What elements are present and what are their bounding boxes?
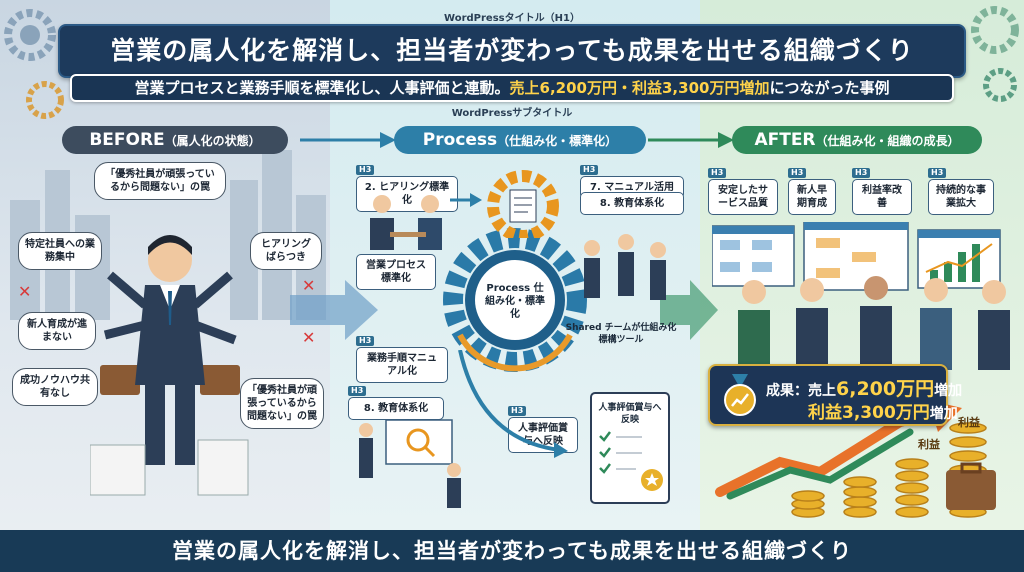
subtitle-banner: 営業プロセスと業務手順を標準化し、人事評価と連動。売上6,200万円・利益3,3… xyxy=(70,74,954,102)
h3-tag: H3 xyxy=(356,336,375,346)
result-line-2: 利益3,300万円増加 xyxy=(808,398,958,423)
process-heading-main: Process xyxy=(422,130,498,150)
team-people-icon xyxy=(584,234,666,300)
gear-icon xyxy=(971,6,1019,102)
result-line1-post: 増加 xyxy=(934,383,963,399)
process-heading-sub: （仕組み化・標準化） xyxy=(497,134,618,148)
arrow-right-icon xyxy=(648,132,734,148)
result-line2-value: 利益3,300万円 xyxy=(808,403,930,423)
before-bubble: 成功ノウハウ共有なし xyxy=(12,368,98,406)
arrow-right-icon xyxy=(300,132,396,148)
after-item-label: 利益率改善 xyxy=(852,179,912,215)
before-bubble: 特定社員への業務集中 xyxy=(18,232,102,270)
process-item: 8. 教育体系化 xyxy=(580,192,684,215)
result-line1-value: 6,200万円 xyxy=(836,378,935,400)
process-heading: Process（仕組み化・標準化） xyxy=(394,126,646,154)
process-item-label: 8. 教育体系化 xyxy=(580,192,684,215)
h3-tag: H3 xyxy=(356,165,375,175)
arrow-right-icon xyxy=(450,193,482,207)
before-bubble: 「優秀社員が頑張っているから問題ない」の罠 xyxy=(240,378,324,429)
wp-title-label: WordPressタイトル（H1） xyxy=(444,13,580,24)
before-heading-main: BEFORE xyxy=(89,130,165,150)
h3-tag: H3 xyxy=(580,165,599,175)
checklist-gear-icon xyxy=(487,170,559,238)
subtitle-pre: 営業プロセスと業務手順を標準化し、人事評価と連動。 xyxy=(134,79,510,97)
hr-evaluation-card: 人事評価賞与へ反映 xyxy=(590,392,670,504)
success-team-icon xyxy=(738,276,1010,370)
coin-label: 利益 xyxy=(918,438,940,451)
x-mark-icon: ✕ xyxy=(18,282,32,301)
x-mark-icon: ✕ xyxy=(302,276,316,295)
process-item-label: 2. ヒアリング標準化 xyxy=(356,176,458,212)
after-heading: AFTER（仕組み化・組織の成長） xyxy=(732,126,982,154)
result-line-1: 成果：売上6,200万円増加 xyxy=(766,374,962,401)
x-mark-icon: ✕ xyxy=(302,328,316,347)
subtitle-post: につながった事例 xyxy=(769,79,890,97)
process-item-label: 業務手順マニュアル化 xyxy=(356,347,448,383)
big-arrow-icon xyxy=(660,280,718,340)
meeting-people-icon xyxy=(370,195,442,250)
after-item-label: 安定したサービス品質 xyxy=(708,179,778,215)
subtitle-highlight: 売上6,200万円・利益3,300万円増加 xyxy=(509,79,770,97)
before-heading: BEFORE（属人化の状態） xyxy=(62,126,288,154)
h3-tag: H3 xyxy=(708,168,727,178)
after-item-label: 持続的な事業拡大 xyxy=(928,179,994,215)
after-heading-sub: （仕組み化・組織の成長） xyxy=(815,134,960,148)
h3-tag: H3 xyxy=(348,386,367,396)
before-heading-sub: （属人化の状態） xyxy=(164,134,261,148)
wp-subtitle-label: WordPressサブタイトル xyxy=(451,108,573,119)
after-heading-main: AFTER xyxy=(754,130,816,150)
title-banner: 営業の属人化を解消し、担当者が変わっても成果を出せる組織づくり xyxy=(58,24,966,78)
dashboard-screens-icon xyxy=(712,222,1001,291)
process-gear-icon xyxy=(443,228,587,372)
h3-tag: H3 xyxy=(508,406,527,416)
after-item-label: 新人早期育成 xyxy=(788,179,836,215)
check-list-icon xyxy=(599,431,663,491)
page-title: 営業の属人化を解消し、担当者が変わっても成果を出せる組織づくり xyxy=(110,36,914,65)
result-box: 成果：売上6,200万円増加 利益3,300万円増加 xyxy=(708,364,962,426)
overwhelmed-worker-icon xyxy=(90,235,249,496)
process-item-label: 営業プロセス標準化 xyxy=(356,254,436,290)
flow-arrow-icon xyxy=(458,350,568,458)
result-line1-pre: 成果：売上 xyxy=(766,383,836,399)
training-people-icon xyxy=(359,419,461,508)
before-bubble: 「優秀社員が頑張っているから問題ない」の罠 xyxy=(94,162,226,200)
subtitle: 営業プロセスと業務手順を標準化し、人事評価と連動。売上6,200万円・利益3,3… xyxy=(72,76,952,100)
h3-tag: H3 xyxy=(852,168,871,178)
footer-banner: 営業の属人化を解消し、担当者が変わっても成果を出せる組織づくり xyxy=(0,530,1024,572)
shared-label: Shared チームが仕組み化標構ツール xyxy=(565,323,677,345)
process-item: 営業プロセス標準化 xyxy=(356,254,436,290)
gear-label: Process 仕組み化・標準化 xyxy=(485,283,545,320)
h3-tag: H3 xyxy=(788,168,807,178)
before-bubble: 新人育成が進まない xyxy=(18,312,96,350)
before-bubble: ヒアリングばらつき xyxy=(250,232,322,270)
big-arrow-icon xyxy=(290,280,378,340)
medal-icon xyxy=(724,374,756,416)
hr-card-title: 人事評価賞与へ反映 xyxy=(598,403,662,425)
result-line2-post: 増加 xyxy=(929,406,958,422)
gear-icon xyxy=(4,9,64,119)
h3-tag: H3 xyxy=(928,168,947,178)
coin-label: 利益 xyxy=(958,416,980,429)
